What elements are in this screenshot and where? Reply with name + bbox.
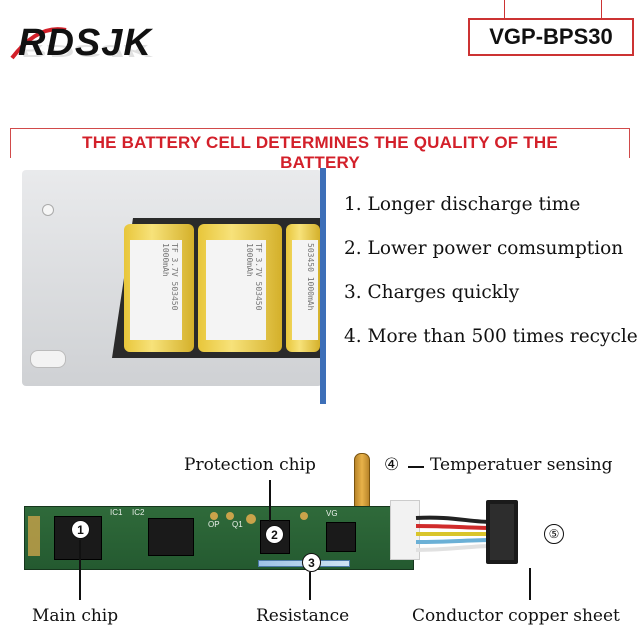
protection-chip-label: Protection chip — [184, 455, 316, 475]
model-box-ticks — [504, 0, 602, 18]
wire-harness-icon — [415, 500, 518, 564]
logo-text: RDSJK — [18, 22, 152, 64]
silk-op: OP — [208, 520, 220, 529]
marker-conductor: ⑤ — [544, 524, 564, 544]
temperature-number: ④ — [384, 455, 400, 475]
silk-ic2: IC2 — [132, 508, 145, 517]
conductor-leader — [529, 568, 531, 600]
case-screw-hole — [42, 204, 54, 216]
battery-terminal-pads — [28, 516, 40, 556]
marker-resistance: 3 — [302, 553, 321, 572]
headline-tick-right — [629, 128, 630, 158]
feature-item: 3. Charges quickly — [344, 282, 520, 303]
temperature-sensor — [354, 453, 370, 513]
marker-main-chip: 1 — [71, 520, 90, 539]
divider-bar — [320, 168, 326, 404]
feature-item: 2. Lower power comsumption — [344, 238, 624, 259]
solder-pad — [246, 514, 256, 524]
temperature-arrow — [408, 466, 424, 468]
logo-reflection: RDSJK — [18, 41, 152, 60]
protection-chip-leader — [269, 480, 271, 522]
case-slot — [30, 350, 66, 368]
conductor-label: Conductor copper sheet — [412, 606, 620, 626]
cell-label: TF 3.7V 503450 1000mAh — [130, 240, 182, 340]
main-chip-leader — [79, 540, 81, 600]
brand-logo — [8, 18, 178, 88]
solder-pad — [300, 512, 308, 520]
headline-frame — [10, 128, 630, 163]
feature-item: 1. Longer discharge time — [344, 194, 581, 215]
solder-pad — [210, 512, 218, 520]
silk-ic1: IC1 — [110, 508, 123, 517]
headline-tick-left — [10, 128, 11, 158]
model-badge: VGP-BPS30 — [468, 18, 634, 56]
silk-vg: VG — [326, 509, 338, 518]
cell-label: 503450 1000mAh — [292, 240, 318, 340]
logo-swoosh-icon — [10, 27, 67, 60]
ic-chip — [148, 518, 194, 556]
marker-protection-chip: 2 — [265, 525, 284, 544]
solder-pad — [226, 512, 234, 520]
resistance-leader — [309, 572, 311, 600]
mosfet-chip — [326, 522, 356, 552]
cell-label: TF 3.7V 503450 1000mAh — [206, 240, 266, 340]
board-connector-end — [390, 500, 420, 560]
main-chip-label: Main chip — [32, 606, 119, 626]
silk-q1: Q1 — [232, 520, 243, 529]
temperature-label: Temperatuer sensing — [430, 455, 613, 475]
resistance-label: Resistance — [256, 606, 350, 626]
feature-item: 4. More than 500 times recycle — [344, 326, 638, 347]
headline: THE BATTERY CELL DETERMINES THE QUALITY … — [82, 133, 558, 172]
